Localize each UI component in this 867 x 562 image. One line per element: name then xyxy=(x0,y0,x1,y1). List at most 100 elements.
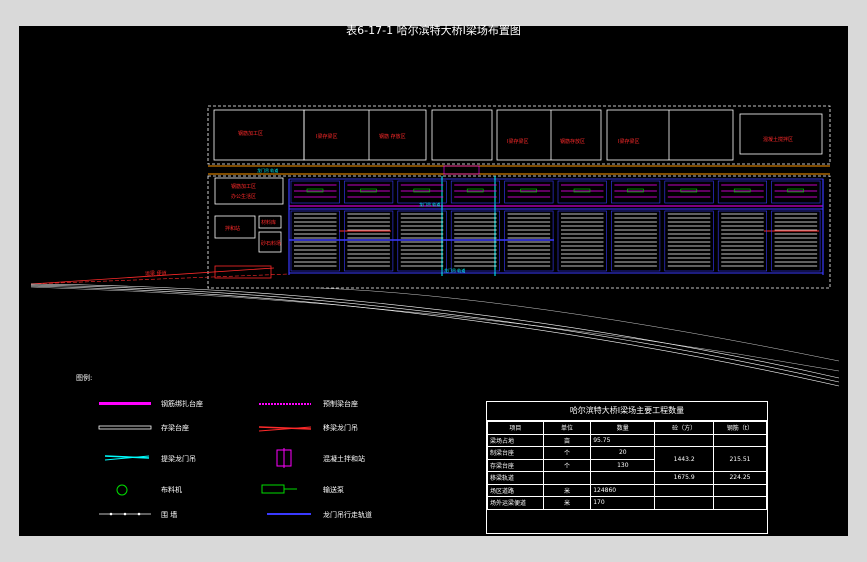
green-circle-icon xyxy=(116,484,128,496)
zone-label-left-5: 砂石料场 xyxy=(261,241,282,247)
casting-bay xyxy=(450,180,501,204)
table-cell: 个 xyxy=(542,458,592,472)
storage-bay xyxy=(450,210,501,272)
legend-label-6: 混凝土拌和站 xyxy=(323,455,365,463)
casting-bay xyxy=(290,180,340,204)
drawing-frame: 表6-17-1 哈尔滨特大桥I梁场布置图 xyxy=(19,24,848,536)
zone-label-top-7: 混凝土搅拌区 xyxy=(763,137,794,143)
table-cell: 170 xyxy=(590,496,656,510)
pump xyxy=(733,188,751,193)
table-cell: 20 xyxy=(590,446,656,460)
table-cell: 米 xyxy=(542,483,592,497)
legend-label-2: 预制梁台座 xyxy=(323,400,358,408)
crane-label-2: 龙门吊 轨道 xyxy=(419,202,441,207)
left-zones xyxy=(214,177,284,279)
storage-bay xyxy=(717,210,768,272)
table-cell: 场外运梁便道 xyxy=(487,496,544,510)
site-plan xyxy=(30,105,840,516)
main-yard xyxy=(207,175,831,289)
table-cell: 1675.9 xyxy=(654,471,714,485)
zone-label-top-1: 钢筋加工区 xyxy=(238,131,264,137)
table-row: 移梁轨道 1675.9 224.25 xyxy=(487,471,768,485)
legend-label-10: 龙门吊行走轨道 xyxy=(323,511,372,519)
table-row: 梁场占地 亩 95.75 xyxy=(487,433,768,447)
table-cell: 梁场占地 xyxy=(487,433,544,447)
quantity-table: 哈尔滨特大桥I梁场主要工程数量 项目 单位 数量 砼（方） 钢筋（t） 梁场占地… xyxy=(486,401,768,534)
drawing-title: 表6-17-1 哈尔滨特大桥I梁场布置图 xyxy=(346,24,521,37)
zone-label-top-2: I梁存梁区 xyxy=(316,134,338,140)
track-label: 运梁 便道 xyxy=(145,271,167,277)
zone-label-top-3: 钢筋 存放区 xyxy=(379,134,406,140)
legend-label-7: 布料机 xyxy=(161,486,182,494)
legend-label-1: 钢筋绑扎台座 xyxy=(161,400,203,408)
quantity-table-grid: 项目 单位 数量 砼（方） 钢筋（t） 梁场占地 亩 95.75 制梁台座 个 … xyxy=(487,421,768,510)
storage-bay xyxy=(611,210,661,272)
casting-bay xyxy=(557,180,607,204)
pump xyxy=(306,188,324,193)
quantity-table-title: 哈尔滨特大桥I梁场主要工程数量 xyxy=(487,402,767,421)
table-cell: 场区道路 xyxy=(487,483,544,497)
pump xyxy=(413,188,431,193)
table-header-row: 项目 单位 数量 砼（方） 钢筋（t） xyxy=(487,421,768,435)
storage-bay xyxy=(557,210,607,272)
table-header: 钢筋（t） xyxy=(712,421,768,435)
storage-bay xyxy=(664,210,714,272)
casting-bay xyxy=(344,180,394,204)
table-cell xyxy=(712,433,768,447)
legend-title: 图例: xyxy=(76,374,93,382)
casting-bay xyxy=(771,180,821,204)
pump xyxy=(627,188,644,193)
top-zones xyxy=(207,105,831,165)
table-cell xyxy=(590,471,656,485)
table-row: 场外运梁便道 米 170 xyxy=(487,496,768,510)
magenta-bar-icon xyxy=(99,402,151,405)
zone-label-top-5: 钢筋存放区 xyxy=(560,139,586,145)
storage-bay xyxy=(504,210,554,272)
legend-label-4: 移梁龙门吊 xyxy=(323,424,358,432)
storage-bay xyxy=(344,210,394,272)
zone-label-top-6: I梁存梁区 xyxy=(618,139,640,145)
pump xyxy=(466,188,484,193)
table-cell: 个 xyxy=(542,446,592,460)
storage-bay xyxy=(397,210,447,272)
table-cell: 1443.2 xyxy=(654,446,714,472)
table-cell: 95.75 xyxy=(590,433,656,447)
table-row: 场区道路 米 124860 xyxy=(487,483,768,497)
table-cell: 米 xyxy=(542,496,592,510)
table-header: 数量 xyxy=(590,421,656,435)
white-bar-icon xyxy=(98,425,152,430)
pump xyxy=(787,188,804,193)
table-cell: 224.25 xyxy=(712,471,768,485)
table-cell: 130 xyxy=(590,458,656,472)
haul-road xyxy=(30,267,840,387)
table-cell xyxy=(654,496,714,510)
table-cell: 移梁轨道 xyxy=(487,471,544,485)
casting-bay xyxy=(611,180,661,204)
pump xyxy=(360,188,377,193)
zone-label-left-2: 办公生活区 xyxy=(231,194,257,200)
casting-bay xyxy=(664,180,714,204)
table-cell: 124860 xyxy=(590,483,656,497)
table-cell xyxy=(712,496,768,510)
table-cell: 215.51 xyxy=(712,446,768,472)
casting-bay xyxy=(504,180,554,204)
crane-label-3: 龙门吊 轨道 xyxy=(444,268,466,273)
legend-label-8: 输送泵 xyxy=(323,486,344,494)
table-cell: 存梁台座 xyxy=(487,458,544,472)
legend-label-5: 提梁龙门吊 xyxy=(161,455,196,463)
green-pump-icon xyxy=(261,484,297,494)
table-cell xyxy=(654,483,714,497)
magenta-station-icon xyxy=(276,448,292,468)
zone-label-top-4: I梁存梁区 xyxy=(507,139,529,145)
table-row: 制梁台座 个 20 1443.2 215.51 xyxy=(487,446,768,472)
table-cell xyxy=(712,483,768,497)
legend-icons xyxy=(98,402,312,516)
table-header: 项目 xyxy=(487,421,544,435)
table-cell xyxy=(542,471,592,485)
fence-icon xyxy=(99,512,151,516)
table-cell: 亩 xyxy=(542,433,592,447)
legend-label-3: 存梁台座 xyxy=(161,424,189,432)
table-cell xyxy=(654,433,714,447)
table-header: 砼（方） xyxy=(654,421,714,435)
zone-label-left-1: 钢筋加工区 xyxy=(231,184,257,190)
